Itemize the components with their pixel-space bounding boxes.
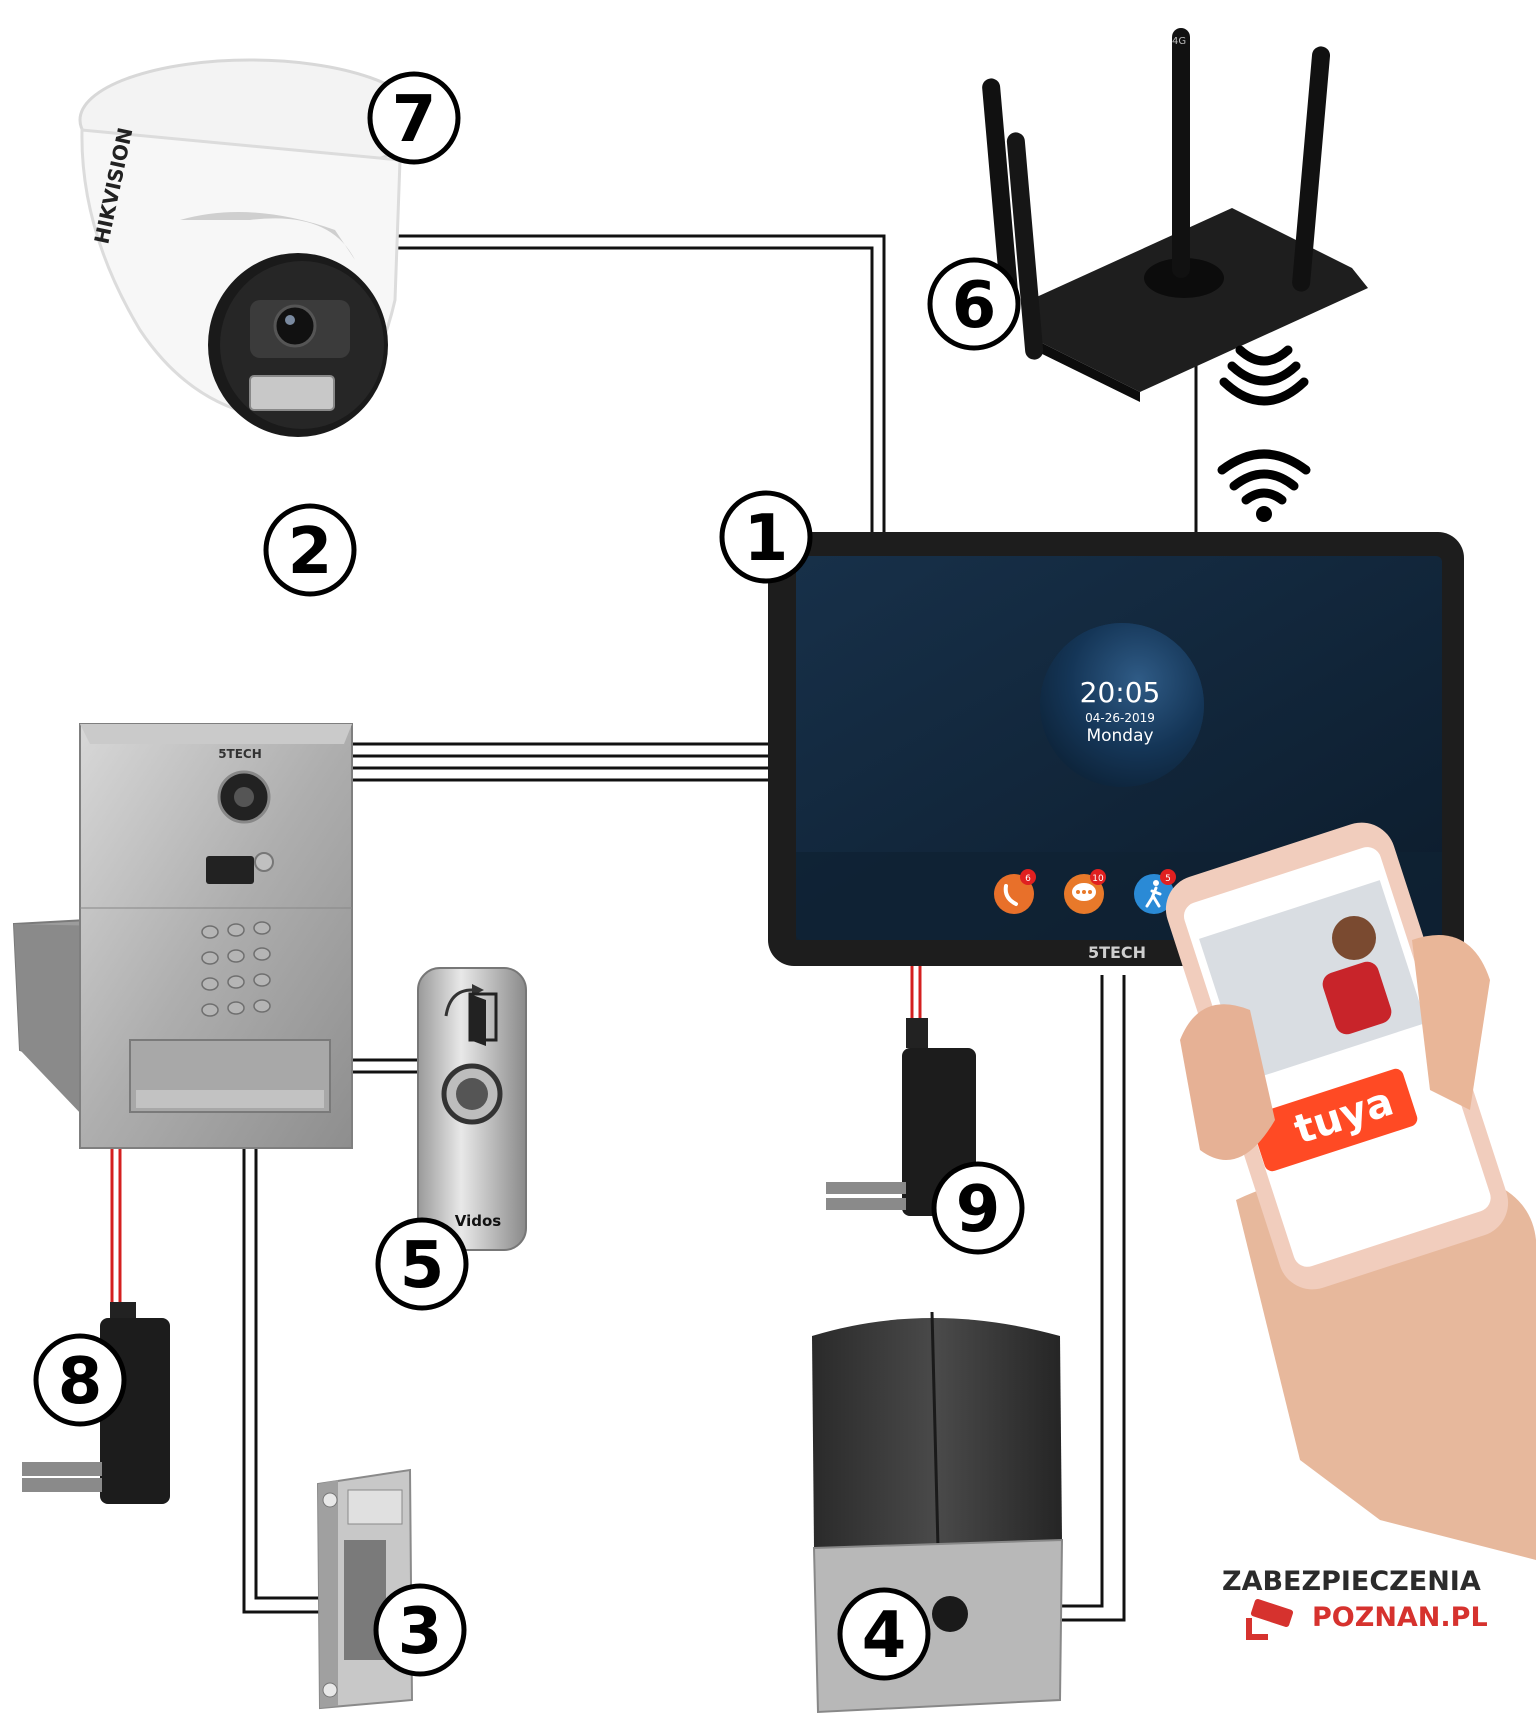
number-4: 4 xyxy=(862,1599,907,1673)
door-station-brand: 5TECH xyxy=(218,747,262,761)
motion-events-button[interactable]: 5 xyxy=(1134,869,1176,914)
phone-video-person-head xyxy=(1332,916,1376,960)
messages-button[interactable]: 10 xyxy=(1064,869,1106,914)
company-logo: ZABEZPIECZENIA POZNAN.PL xyxy=(1222,1566,1488,1640)
wires xyxy=(242,234,1198,1622)
number-2: 2 xyxy=(288,515,333,589)
router-antenna-2 xyxy=(1006,132,1044,360)
number-badge-1: 1 xyxy=(719,490,813,584)
call-log-badge: 6 xyxy=(1025,874,1031,884)
number-badge-6: 6 xyxy=(927,257,1021,351)
logo-line-1: ZABEZPIECZENIA xyxy=(1222,1566,1481,1597)
wire-camera-monitor-2 xyxy=(395,246,874,532)
gate-motor xyxy=(812,1311,1064,1714)
door-station: 5TECH xyxy=(12,723,353,1149)
number-1: 1 xyxy=(744,502,789,576)
monitor-clock-globe xyxy=(1040,623,1204,787)
camera-lens xyxy=(273,304,317,348)
router-antenna-4 xyxy=(1292,46,1331,292)
number-badge-7: 7 xyxy=(367,71,461,165)
number-8: 8 xyxy=(58,1345,103,1419)
keypad[interactable] xyxy=(201,921,271,1017)
number-9: 9 xyxy=(956,1173,1001,1247)
wire-doorstation-strike xyxy=(254,1088,330,1600)
wire-camera-monitor xyxy=(395,234,886,532)
power-wires xyxy=(110,965,922,1305)
number-3: 3 xyxy=(398,1595,443,1669)
number-6: 6 xyxy=(952,269,997,343)
number-badge-4: 4 xyxy=(837,1587,931,1681)
number-badge-5: 5 xyxy=(375,1217,469,1311)
router-antenna-label: 4G xyxy=(1172,36,1186,47)
exit-button: Vidos xyxy=(417,967,527,1251)
number-5: 5 xyxy=(400,1229,445,1303)
number-badge-3: 3 xyxy=(373,1583,467,1677)
call-button[interactable] xyxy=(254,852,274,872)
wifi-icon xyxy=(1217,449,1311,505)
call-log-button[interactable]: 6 xyxy=(994,869,1036,914)
dome-camera: HIKVISION xyxy=(78,58,422,437)
electric-strike xyxy=(316,1468,414,1710)
wifi-dot xyxy=(1256,506,1272,522)
router: 4G xyxy=(982,28,1368,402)
monitor-brand: 5TECH xyxy=(1088,943,1146,962)
motion-events-badge: 5 xyxy=(1165,874,1171,884)
router-antenna-1 xyxy=(982,78,1020,318)
gate-motor-release-knob xyxy=(932,1596,968,1632)
messages-badge: 10 xyxy=(1092,874,1104,884)
number-badge-2: 2 xyxy=(263,503,357,597)
exit-button-brand: Vidos xyxy=(455,1212,502,1230)
monitor-date: 04-26-2019 xyxy=(1085,711,1155,725)
cctv-camera-icon xyxy=(1246,1599,1294,1640)
number-badge-8: 8 xyxy=(33,1333,127,1427)
wifi-signal-icon xyxy=(1219,345,1309,406)
wire-monitor-gate xyxy=(1060,975,1104,1608)
device-number-badges: 1 2 3 4 5 6 7 8 xyxy=(33,71,1025,1681)
monitor-clock: 20:05 xyxy=(1080,676,1161,709)
number-7: 7 xyxy=(392,83,437,157)
card-reader xyxy=(206,856,254,884)
camera-ir-light xyxy=(249,375,335,411)
logo-line-2: POZNAN.PL xyxy=(1312,1602,1488,1633)
monitor-day: Monday xyxy=(1086,726,1153,746)
router-antenna-3 xyxy=(1172,28,1190,278)
number-badge-9: 9 xyxy=(931,1161,1025,1255)
smartphone: tuya xyxy=(1165,822,1536,1560)
